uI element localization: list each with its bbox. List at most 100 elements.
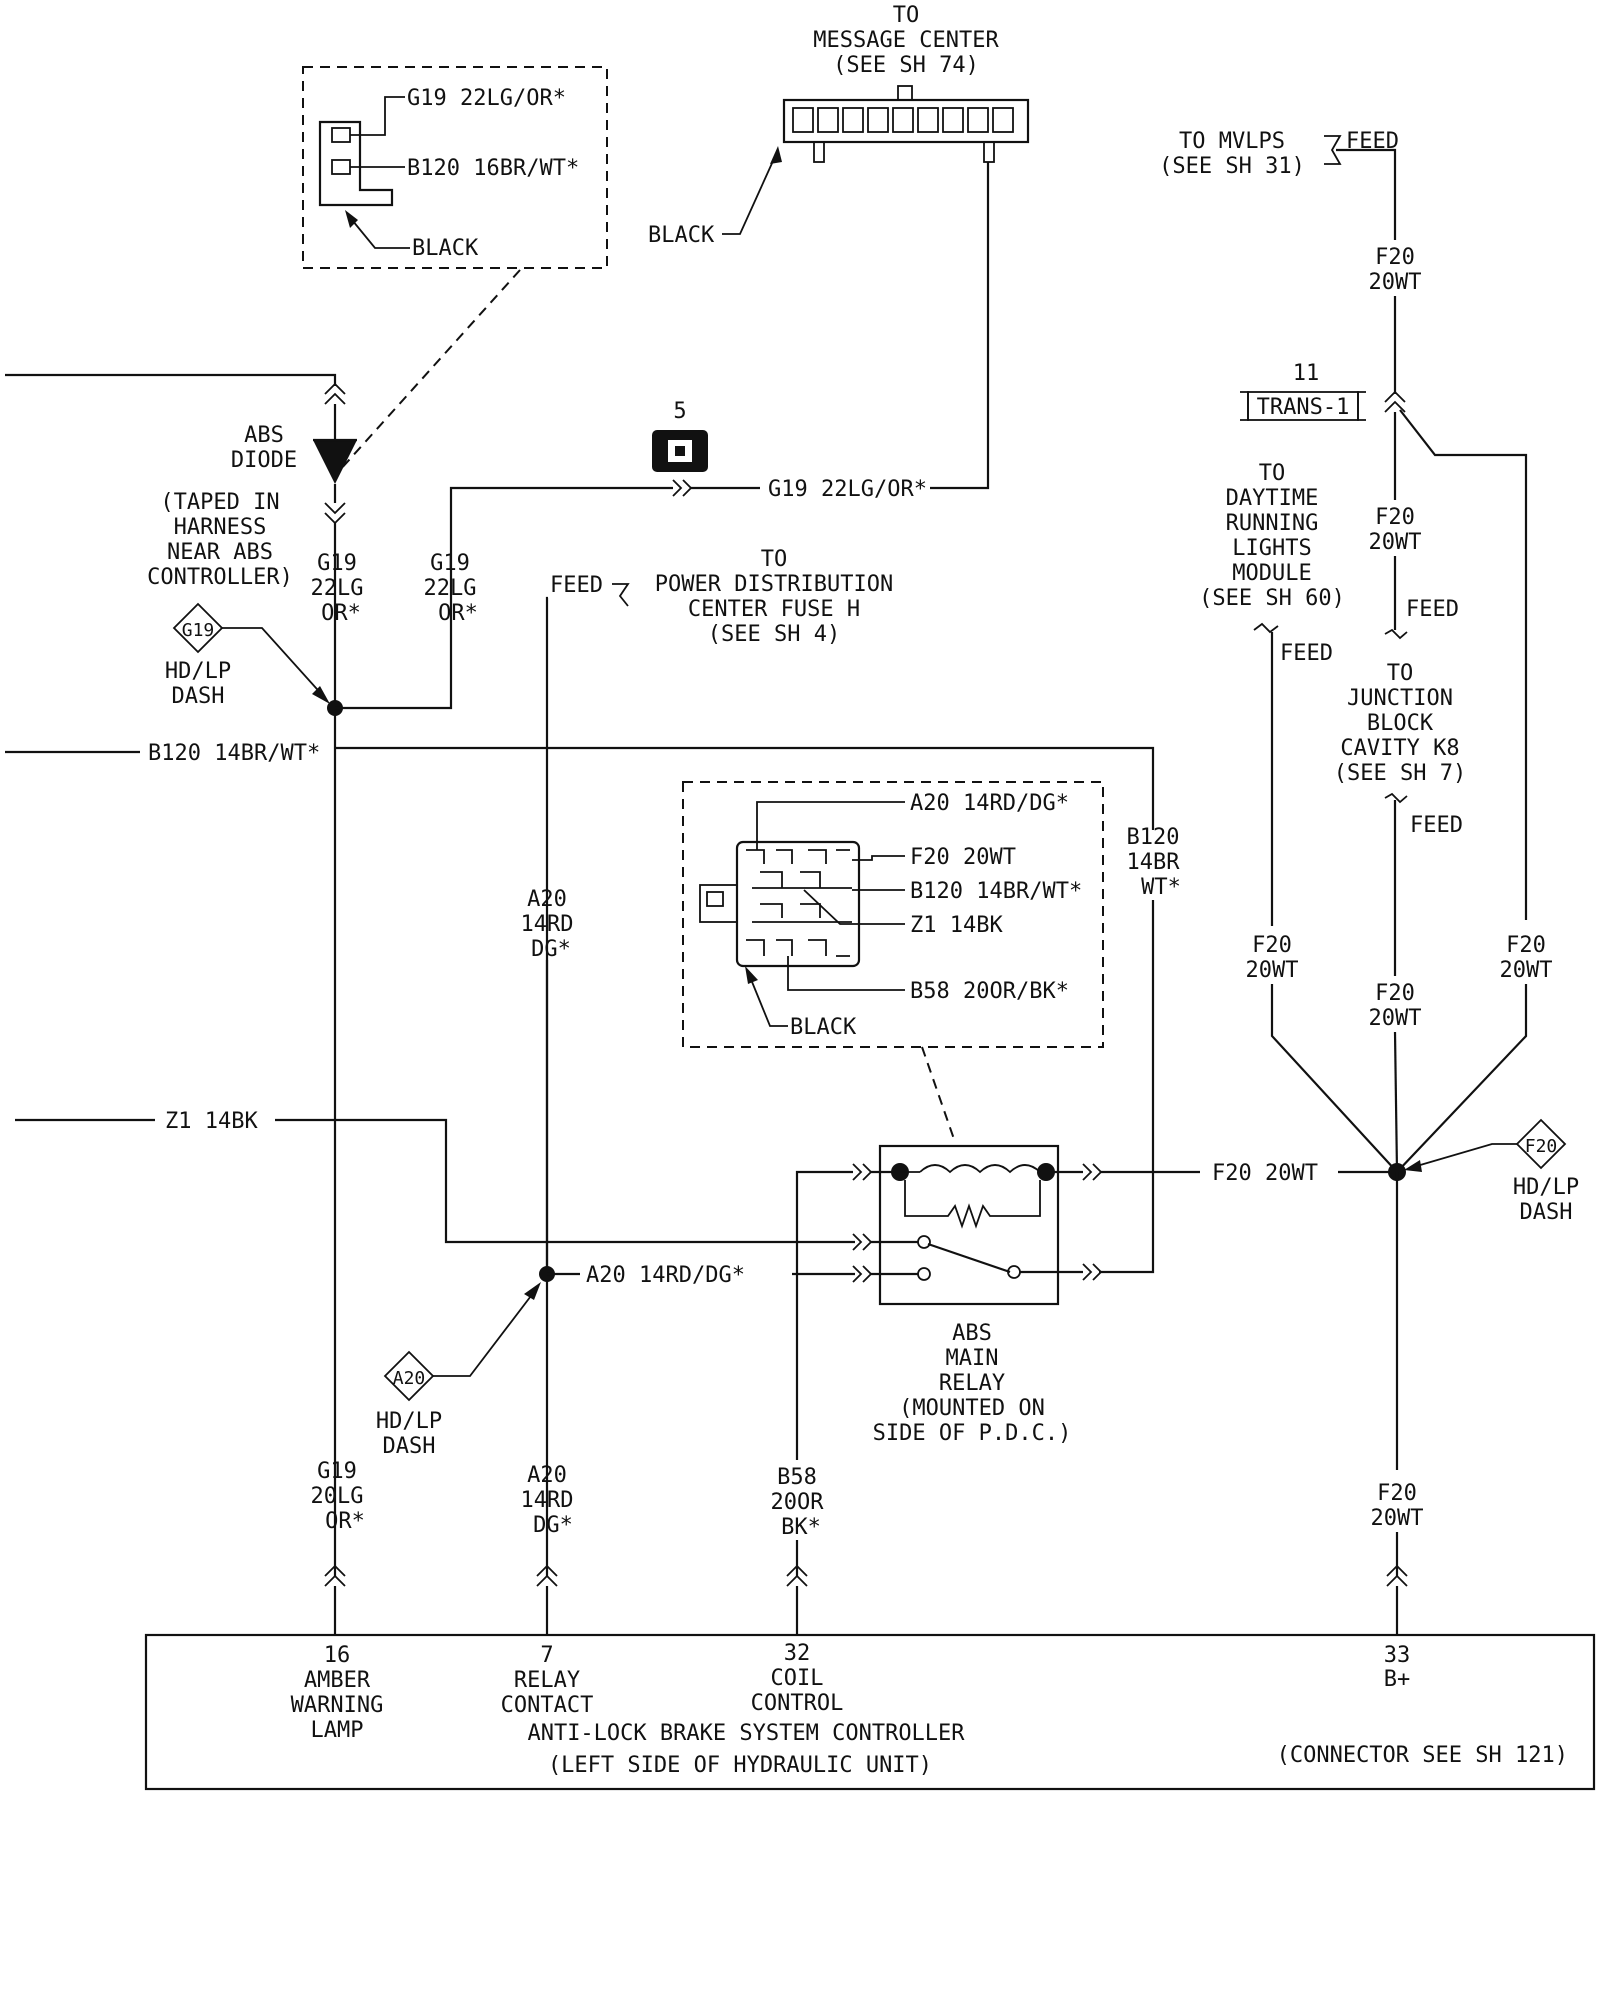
jb-label-3: BLOCK (1367, 711, 1434, 736)
relay-inset-z1: Z1 14BK (910, 913, 1003, 938)
junction-block-group: TO JUNCTION BLOCK CAVITY K8 (SEE SH 7) F… (1334, 661, 1466, 976)
f20-bottom-label-2: 20WT (1371, 1506, 1424, 1531)
f20-center-label-1: F20 (1375, 981, 1415, 1006)
g19-bottom-label-3: OR* (325, 1509, 365, 1534)
abs-diode-label-2: DIODE (231, 448, 297, 473)
pdc-label-2: POWER DISTRIBUTION (655, 572, 893, 597)
f20-splice-tag-label: F20 (1525, 1136, 1558, 1157)
pin16-label-4: LAMP (311, 1718, 364, 1743)
relay-label-2: MAIN (946, 1346, 999, 1371)
b120-vertical-label-2: 14BR (1127, 850, 1181, 875)
pdc-label-3: CENTER FUSE H (688, 597, 860, 622)
relay-inset-b120: B120 14BR/WT* (910, 879, 1082, 904)
g19-right-label-3: OR* (438, 601, 478, 626)
message-center-group: TO MESSAGE CENTER (SEE SH 74) BLACK (648, 3, 1030, 490)
drl-label-1: TO (1259, 461, 1286, 486)
jb-label-4: CAVITY K8 (1340, 736, 1459, 761)
controller-title: ANTI-LOCK BRAKE SYSTEM CONTROLLER (527, 1721, 965, 1746)
diode-connector-inset: G19 22LG/OR* B120 16BR/WT* BLACK (302, 66, 608, 471)
mid-feed: FEED (1406, 597, 1459, 622)
mvlps-group: TO MVLPS (SEE SH 31) FEED (1159, 129, 1399, 240)
f20-right-label-2: 20WT (1500, 958, 1553, 983)
f20-left-label-1: F20 (1252, 933, 1292, 958)
message-center-connector (782, 85, 1030, 163)
relay-inset-f20: F20 20WT (910, 845, 1016, 870)
a20-bottom-label-2: 14RD (521, 1488, 574, 1513)
f20-top-label-1: F20 (1375, 245, 1415, 270)
relay-label-5: SIDE OF P.D.C.) (873, 1421, 1072, 1446)
pin16-label-1: 16 (324, 1643, 351, 1668)
relay-inset-b58: B58 20OR/BK* (910, 979, 1069, 1004)
drl-feed: FEED (1280, 641, 1333, 666)
diode-inset-pin1: G19 22LG/OR* (407, 86, 566, 111)
jb-label-1: TO (1387, 661, 1414, 686)
g19-left-label-2: 22LG (311, 576, 364, 601)
g19-splice-tag-label: G19 (182, 620, 215, 641)
b58-label-2: 20OR (771, 1490, 825, 1515)
drl-group: TO DAYTIME RUNNING LIGHTS MODULE (SEE SH… (1199, 461, 1345, 926)
a20-vertical-label-2: 14RD (521, 912, 574, 937)
g19-left-label-3: OR* (321, 601, 361, 626)
f20-bottom-label-1: F20 (1377, 1481, 1417, 1506)
g19-splice-label-1: HD/LP (165, 659, 231, 684)
z1-line-label: Z1 14BK (165, 1109, 258, 1134)
connector-5: 5 (652, 399, 708, 472)
b58-label-3: BK* (781, 1515, 821, 1540)
g19-splice-label-2: DASH (172, 684, 225, 709)
abs-diode-note-1: (TAPED IN (160, 490, 279, 515)
mvlps-label-2: (SEE SH 31) (1159, 154, 1305, 179)
abs-main-relay: ABS MAIN RELAY (MOUNTED ON SIDE OF P.D.C… (852, 1144, 1103, 1446)
pin33-label-2: B+ (1384, 1667, 1411, 1692)
jb-label-2: JUNCTION (1347, 686, 1453, 711)
f20-splice-label-2: DASH (1520, 1200, 1573, 1225)
f20-center-label-2: 20WT (1369, 1006, 1422, 1031)
pin7-label-3: CONTACT (501, 1693, 594, 1718)
a20-bottom-label-1: A20 (527, 1463, 567, 1488)
f20-horizontal-label: F20 20WT (1212, 1161, 1318, 1186)
abs-diode-label-1: ABS (244, 423, 284, 448)
g19-bottom-label-2: 20LG (311, 1484, 364, 1509)
a20-vertical-label-3: DG* (531, 937, 571, 962)
a20-splice-label-2: DASH (383, 1434, 436, 1459)
relay-inset-a20: A20 14RD/DG* (910, 791, 1069, 816)
diode-inset-pin2: B120 16BR/WT* (407, 156, 579, 181)
abs-diode-note-4: CONTROLLER) (147, 565, 293, 590)
pdc-label-1: TO (761, 547, 788, 572)
pin32-label-3: CONTROL (751, 1691, 844, 1716)
trans-1-fuse: 11 TRANS-1 (1240, 361, 1366, 421)
drl-label-2: DAYTIME (1226, 486, 1319, 511)
controller-connector-note: (CONNECTOR SEE SH 121) (1277, 1743, 1568, 1768)
controller-subtitle: (LEFT SIDE OF HYDRAULIC UNIT) (548, 1753, 932, 1778)
f20-right-label-1: F20 (1506, 933, 1546, 958)
b120-vertical-label-3: WT* (1141, 875, 1181, 900)
pin32-label-2: COIL (771, 1666, 824, 1691)
msg-center-label-2: MESSAGE CENTER (813, 28, 999, 53)
a20-horizontal-label: A20 14RD/DG* (586, 1263, 745, 1288)
pin33-label-1: 33 (1384, 1643, 1411, 1668)
drl-label-5: MODULE (1232, 561, 1311, 586)
msg-center-label-1: TO (893, 3, 920, 28)
g19-splice-tag: G19 HD/LP DASH (165, 602, 330, 709)
pin7-label-2: RELAY (514, 1668, 580, 1693)
pdc-feed-group: FEED TO POWER DISTRIBUTION CENTER FUSE H… (545, 547, 893, 1274)
connector-5-number: 5 (673, 399, 686, 424)
abs-diode-note-2: HARNESS (174, 515, 267, 540)
diode-inset-black: BLACK (412, 236, 479, 261)
f20-mid-label-1: F20 (1375, 505, 1415, 530)
msg-center-label-3: (SEE SH 74) (833, 53, 979, 78)
relay-label-3: RELAY (939, 1371, 1005, 1396)
trans-number: 11 (1293, 361, 1320, 386)
a20-splice-tag: A20 HD/LP DASH (376, 1282, 541, 1459)
b120-line-label: B120 14BR/WT* (148, 741, 320, 766)
jb-feed: FEED (1410, 813, 1463, 838)
trans-label: TRANS-1 (1257, 395, 1350, 420)
f20-top-label-2: 20WT (1369, 270, 1422, 295)
relay-label-1: ABS (952, 1321, 992, 1346)
abs-diode-note-3: NEAR ABS (167, 540, 273, 565)
g19-bottom-label-1: G19 (317, 1459, 357, 1484)
drl-label-4: LIGHTS (1232, 536, 1311, 561)
a20-vertical-label-1: A20 (527, 887, 567, 912)
relay-label-4: (MOUNTED ON (899, 1396, 1045, 1421)
f20-mid-label-2: 20WT (1369, 530, 1422, 555)
mvlps-label-1: TO MVLPS (1179, 129, 1285, 154)
